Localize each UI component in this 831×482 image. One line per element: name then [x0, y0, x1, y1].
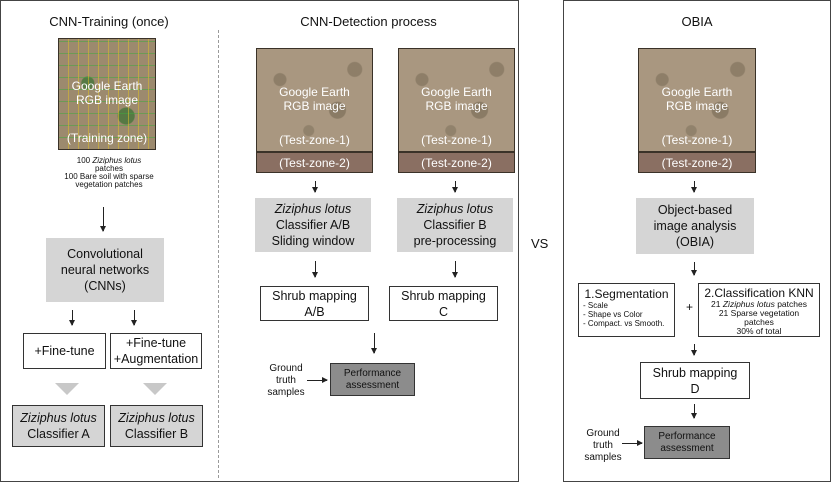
obia-image-label-2: RGB image [665, 99, 729, 113]
arrow-to-classifier-a [55, 383, 79, 395]
arrow-to-map-d [691, 344, 697, 356]
detection-right-zone1: (Test-zone-1) [421, 133, 492, 147]
detection-image-left: Google Earth RGB image (Test-zone-1) [256, 48, 373, 152]
shrub-mapping-c: Shrub mapping C [389, 286, 498, 321]
obia-gt-arrow [622, 440, 643, 446]
training-image-label-2: RGB image [75, 93, 139, 107]
segmentation-box: 1.Segmentation - Scale - Shape vs Color … [578, 283, 675, 337]
arrow-to-finetune [69, 310, 75, 326]
arrow-to-cnn [100, 207, 106, 232]
shrub-mapping-ab: Shrub mapping A/B [260, 286, 369, 321]
detection-gt-arrow [307, 377, 328, 383]
obia-image-label-1: Google Earth [661, 85, 733, 99]
finetune-augmentation-box: +Fine-tune +Augmentation [110, 333, 202, 369]
detection-right-label-1: Google Earth [421, 85, 492, 99]
panel-divider [218, 30, 219, 478]
arrow-to-left-classifier [312, 181, 318, 193]
detection-left-zone1: (Test-zone-1) [279, 133, 350, 147]
training-image: Google Earth RGB image (Training zone) [58, 38, 156, 150]
detection-left-label-1: Google Earth [279, 85, 350, 99]
detection-image-right: Google Earth RGB image (Test-zone-1) [398, 48, 515, 152]
training-samples-note: 100 Ziziphus lotus patches 100 Bare soil… [64, 156, 154, 189]
plus-sign: + [686, 300, 694, 314]
arrow-to-classifier-b [143, 383, 167, 395]
training-zone-label: (Training zone) [66, 131, 148, 145]
detection-classifier-right: Ziziphus lotus Classifier B pre-processi… [397, 198, 513, 252]
training-title: CNN-Training (once) [49, 14, 169, 29]
detection-title: CNN-Detection process [300, 14, 437, 29]
obia-box: Object-based image analysis (OBIA) [636, 198, 754, 254]
cnn-box: Convolutional neural networks (CNNs) [46, 238, 164, 302]
detection-performance-box: Performance assessment [330, 363, 415, 396]
obia-ground-truth: Ground truth samples [584, 428, 622, 463]
detection-classifier-left: Ziziphus lotus Classifier A/B Sliding wi… [255, 198, 371, 252]
finetune-box: +Fine-tune [23, 333, 106, 369]
arrow-to-performance [371, 333, 377, 354]
arrow-to-obia-box [691, 181, 697, 193]
vs-label: VS [531, 236, 549, 251]
arrow-to-segmentation [691, 262, 697, 276]
arrow-to-map-ab [312, 261, 318, 278]
classifier-b-box: Ziziphus lotus Classifier B [110, 405, 203, 447]
arrow-to-right-classifier [452, 181, 458, 193]
detection-ground-truth: Ground truth samples [267, 363, 305, 398]
obia-performance-box: Performance assessment [644, 426, 730, 459]
arrow-to-finetune-aug [131, 310, 137, 326]
obia-title: OBIA [681, 14, 713, 29]
obia-image: Google Earth RGB image (Test-zone-1) [638, 48, 756, 152]
shrub-mapping-d: Shrub mapping D [640, 362, 750, 399]
arrow-to-obia-performance [691, 404, 697, 419]
classifier-a-box: Ziziphus lotus Classifier A [12, 405, 105, 447]
detection-right-label-2: RGB image [425, 99, 488, 113]
detection-right-zone2: (Test-zone-2) [398, 152, 515, 173]
arrow-to-map-c [452, 261, 458, 278]
detection-left-label-2: RGB image [283, 99, 346, 113]
knn-box: 2.Classification KNN 21 Ziziphus lotus p… [698, 283, 820, 337]
training-image-label-1: Google Earth [71, 79, 143, 93]
obia-zone1: (Test-zone-1) [661, 133, 733, 147]
detection-left-zone2: (Test-zone-2) [256, 152, 373, 173]
obia-zone2: (Test-zone-2) [638, 152, 756, 173]
